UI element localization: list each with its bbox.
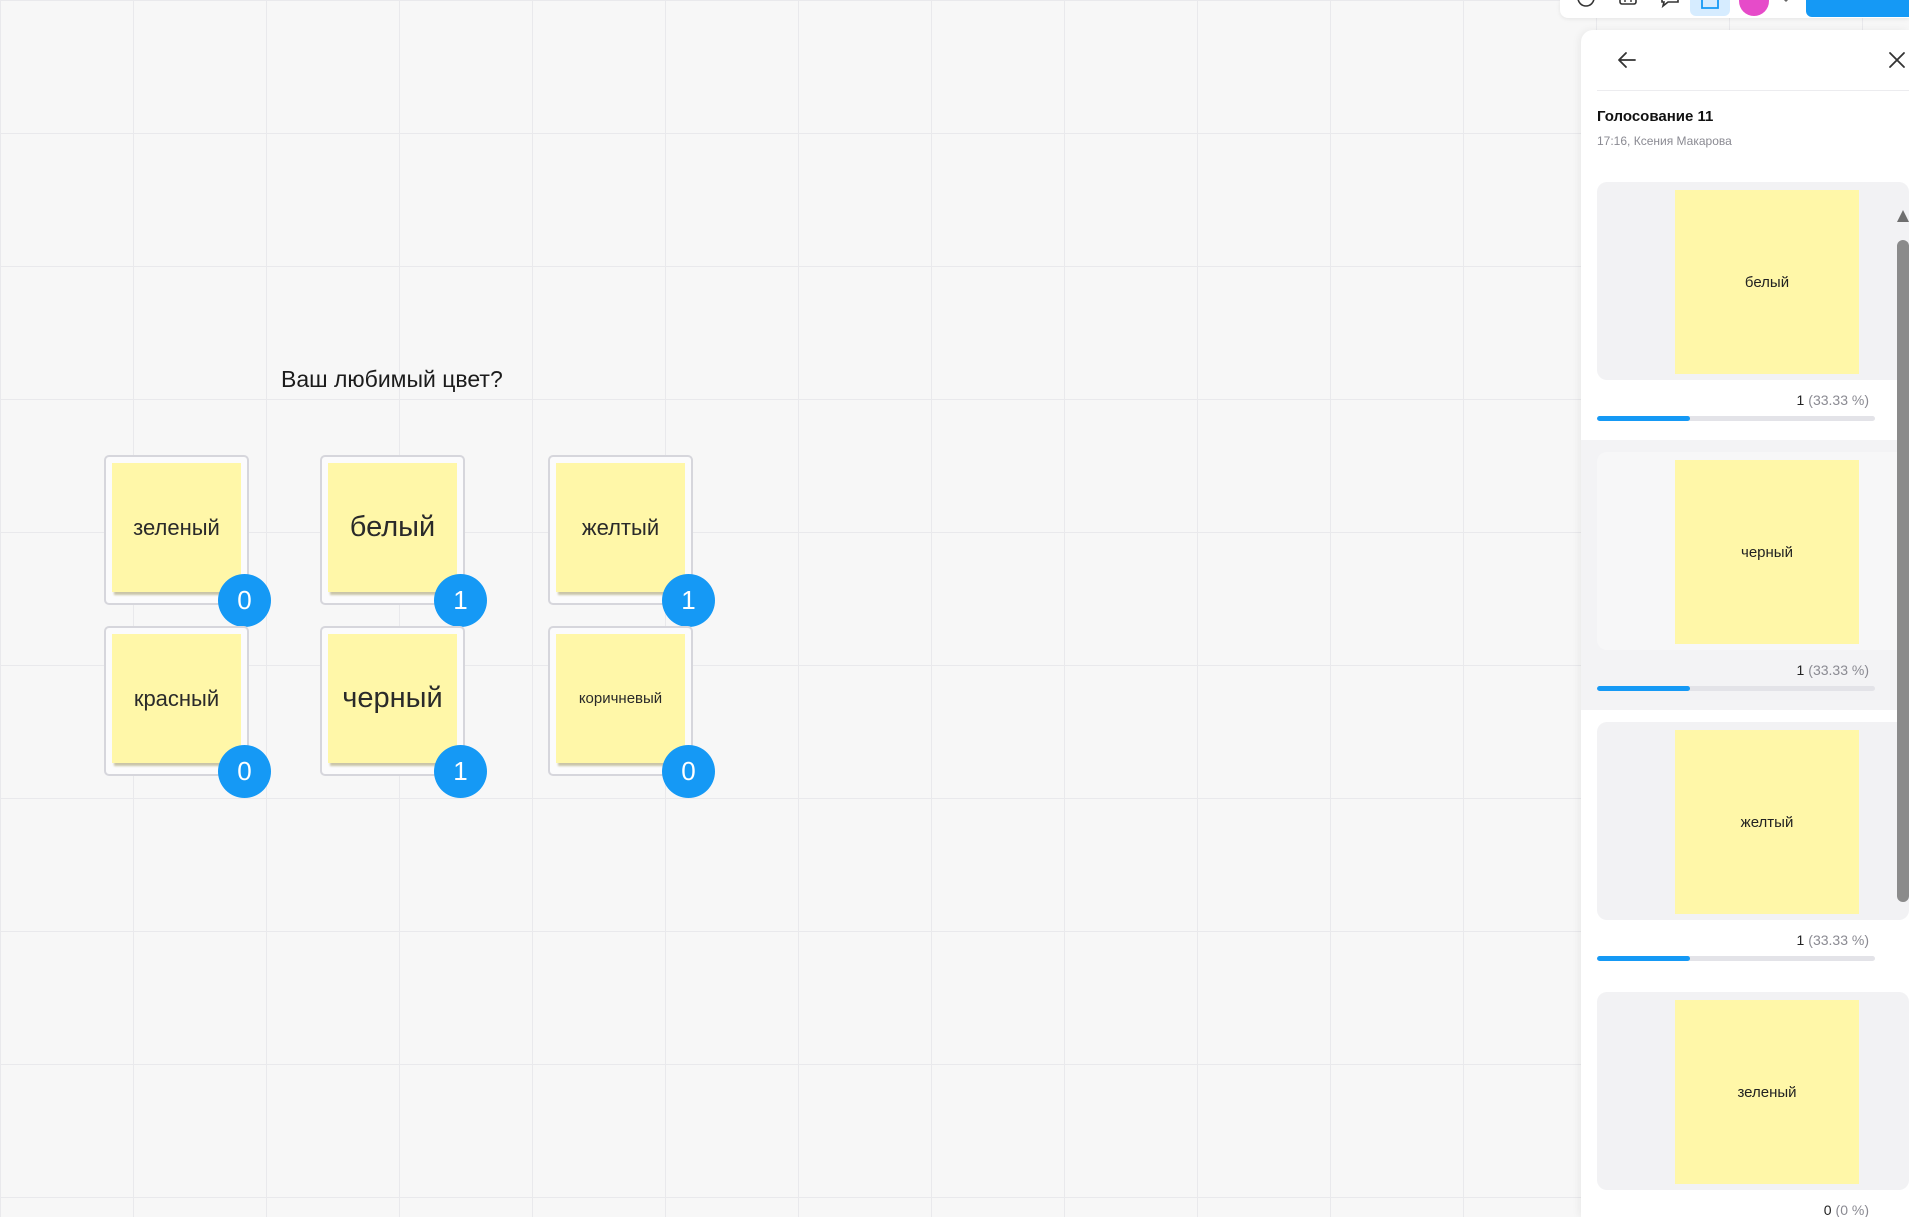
result-count: 1(33.33 %)	[1797, 662, 1870, 678]
poll-title: Голосование 11	[1597, 108, 1714, 125]
result-item[interactable]: белый 1(33.33 %)	[1581, 170, 1909, 440]
result-count: 1(33.33 %)	[1797, 932, 1870, 948]
result-thumbnail: белый	[1597, 182, 1909, 380]
vote-card-green[interactable]: зеленый 0	[104, 455, 271, 627]
timer-icon[interactable]	[1576, 0, 1596, 10]
scroll-thumb[interactable]	[1897, 240, 1909, 902]
vote-count-badge: 1	[434, 745, 487, 798]
progress-fill	[1597, 686, 1690, 691]
vote-percent: (0 %)	[1835, 1202, 1869, 1217]
result-item[interactable]: желтый 1(33.33 %)	[1581, 710, 1909, 980]
vote-count-badge: 0	[662, 745, 715, 798]
sticky-note: черный	[328, 634, 457, 763]
result-progress	[1597, 956, 1875, 961]
vote-count: 0	[1823, 1202, 1832, 1217]
result-thumbnail: зеленый	[1597, 992, 1909, 1190]
vote-card-yellow[interactable]: желтый 1	[548, 455, 715, 627]
vote-count: 1	[1796, 662, 1805, 678]
result-progress	[1597, 686, 1875, 691]
scroll-up-arrow[interactable]	[1897, 210, 1909, 222]
sticky-note: красный	[112, 634, 241, 763]
comment-icon[interactable]	[1660, 0, 1680, 10]
vote-count-badge: 1	[662, 574, 715, 627]
vote-percent: (33.33 %)	[1808, 392, 1869, 408]
vote-card-white[interactable]: белый 1	[320, 455, 487, 627]
vote-card-red[interactable]: красный 0	[104, 626, 271, 798]
poll-question: Ваш любимый цвет?	[281, 366, 503, 392]
result-sticky: белый	[1675, 190, 1859, 374]
vote-count-badge: 0	[218, 574, 271, 627]
sticky-note: зеленый	[112, 463, 241, 592]
poll-meta: 17:16, Ксения Макарова	[1597, 134, 1732, 148]
back-arrow-icon[interactable]	[1615, 48, 1639, 72]
progress-fill	[1597, 956, 1690, 961]
result-sticky: желтый	[1675, 730, 1859, 914]
result-sticky: черный	[1675, 460, 1859, 644]
chevron-down-icon[interactable]	[1780, 0, 1792, 6]
sticky-note: желтый	[556, 463, 685, 592]
vote-card-brown[interactable]: коричневый 0	[548, 626, 715, 798]
result-item[interactable]: черный 1(33.33 %)	[1581, 440, 1909, 710]
vote-count: 1	[1796, 392, 1805, 408]
result-thumbnail: черный	[1597, 452, 1909, 650]
poll-results-panel: Голосование 11 17:16, Ксения Макарова бе…	[1581, 30, 1909, 1217]
vote-tool-button[interactable]	[1690, 0, 1730, 16]
result-count: 0(0 %)	[1824, 1202, 1869, 1217]
calendar-icon[interactable]	[1618, 0, 1638, 10]
progress-fill	[1597, 416, 1690, 421]
vote-icon	[1701, 0, 1719, 9]
panel-header	[1597, 30, 1909, 91]
user-avatar[interactable]	[1739, 0, 1769, 16]
result-count: 1(33.33 %)	[1797, 392, 1870, 408]
vote-percent: (33.33 %)	[1808, 662, 1869, 678]
close-icon[interactable]	[1885, 48, 1909, 72]
result-sticky: зеленый	[1675, 1000, 1859, 1184]
result-thumbnail: желтый	[1597, 722, 1909, 920]
share-button[interactable]	[1806, 0, 1909, 17]
result-progress	[1597, 416, 1875, 421]
vote-percent: (33.33 %)	[1808, 932, 1869, 948]
panel-scrollbar[interactable]	[1897, 210, 1909, 1217]
sticky-note: коричневый	[556, 634, 685, 763]
vote-count: 1	[1796, 932, 1805, 948]
sticky-note: белый	[328, 463, 457, 592]
result-item[interactable]: зеленый 0(0 %)	[1581, 980, 1909, 1217]
vote-count-badge: 1	[434, 574, 487, 627]
vote-card-black[interactable]: черный 1	[320, 626, 487, 798]
vote-count-badge: 0	[218, 745, 271, 798]
